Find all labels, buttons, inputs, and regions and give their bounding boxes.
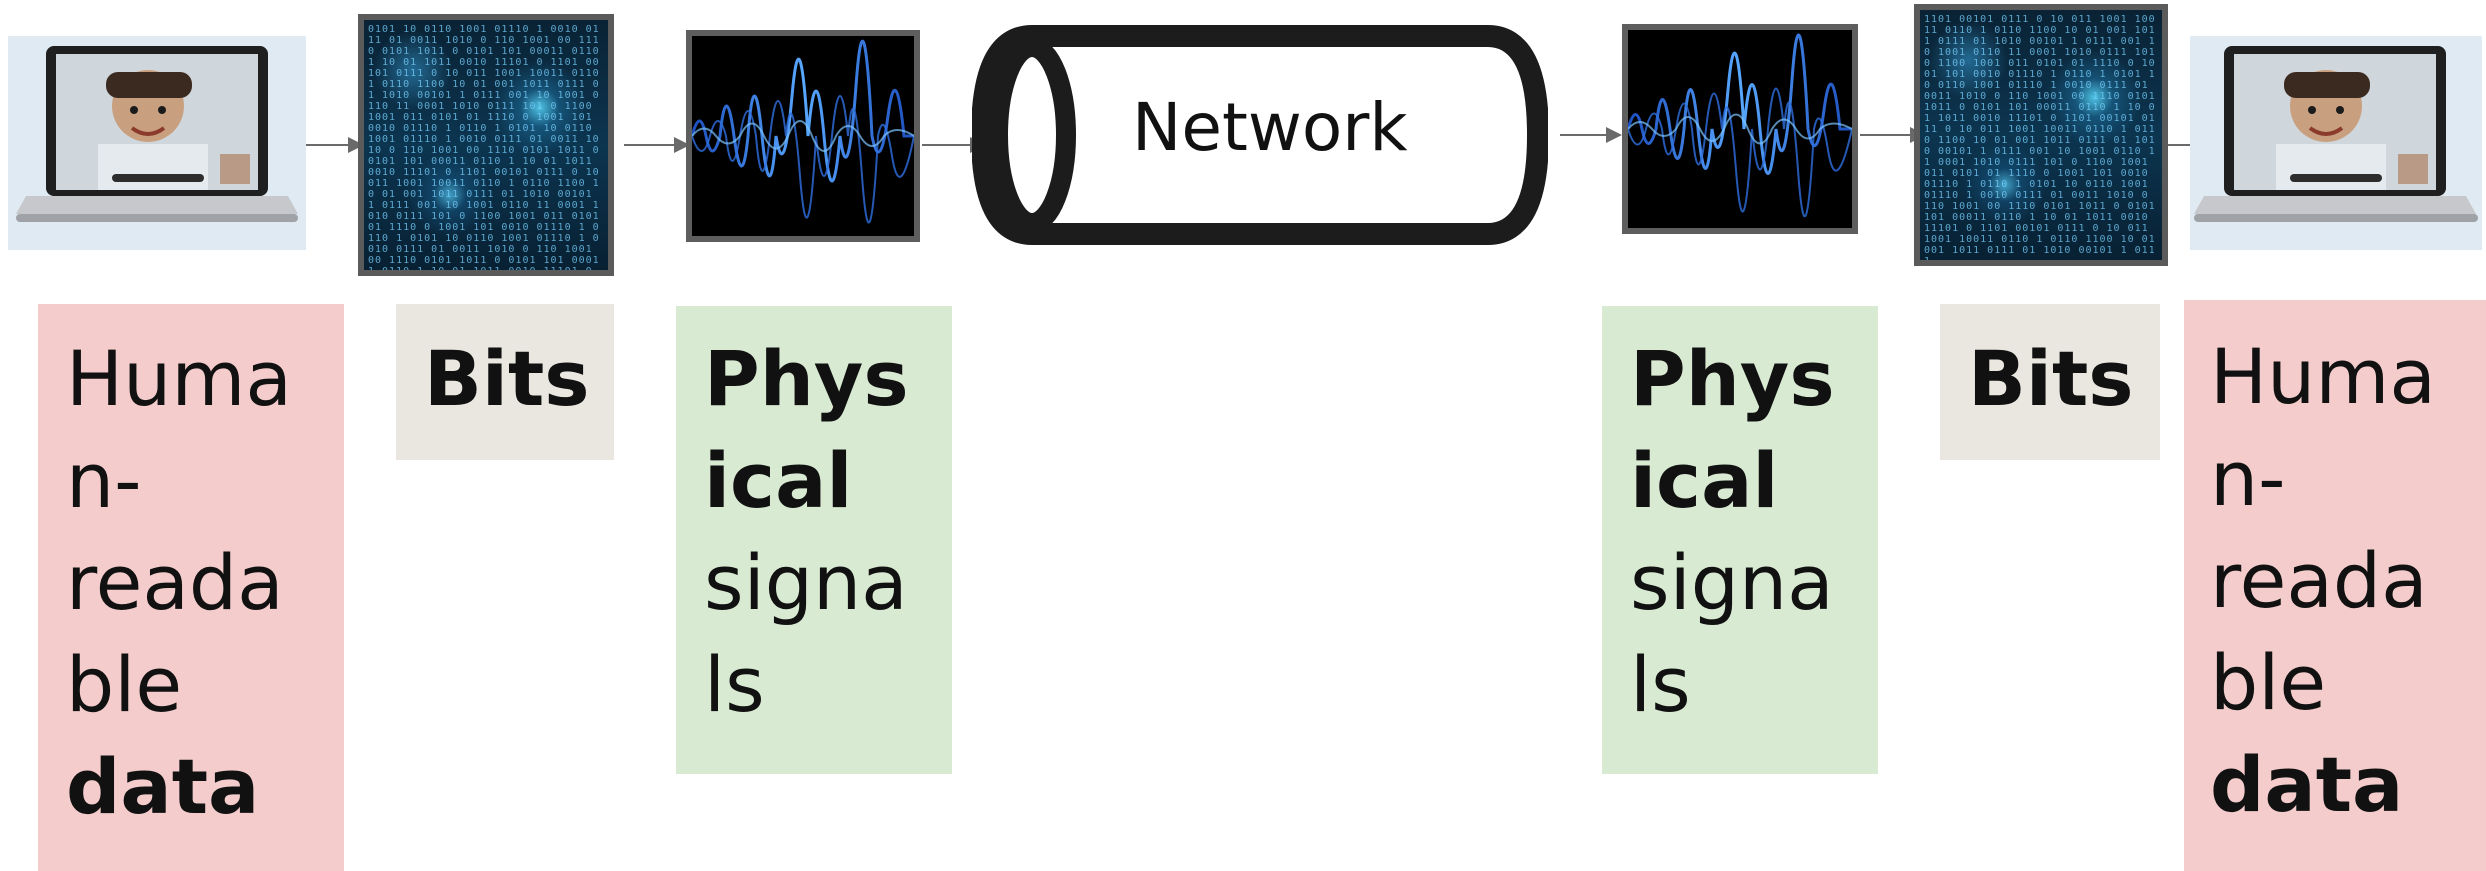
laptop-video-call-icon: [16, 46, 298, 222]
network-label: Network: [1132, 89, 1408, 166]
left-signal-line4: ls: [704, 640, 765, 729]
right-binary-code-image: 1101 00101 0111 0 10 011 1001 10011 0110…: [1914, 4, 2168, 266]
left-human-bold: data: [66, 742, 260, 831]
right-human-line1: Huma: [2210, 332, 2436, 421]
right-signal-waveform-image: [1622, 24, 1858, 234]
left-bits-box: Bits: [396, 304, 614, 460]
flow-arrow-line: [1560, 134, 1608, 136]
left-human-line4: ble: [66, 640, 183, 729]
left-bits-label: Bits: [424, 334, 590, 423]
left-human-line1: Huma: [66, 334, 292, 423]
right-human-bold: data: [2210, 740, 2404, 829]
right-signal-line3: signa: [1630, 538, 1834, 627]
left-binary-code-image: 0101 10 0110 1001 01110 1 0010 0111 01 0…: [358, 14, 614, 276]
signal-waveform-icon: [692, 39, 914, 224]
right-human-line3: reada: [2210, 536, 2428, 625]
flow-arrow-line: [922, 144, 972, 146]
right-bits-label: Bits: [1968, 334, 2134, 423]
network-pipe-icon: [970, 25, 1550, 245]
right-signal-line4: ls: [1630, 640, 1691, 729]
left-signal-bold1: Phys: [704, 334, 909, 423]
right-physical-signals-box: Phys ical signa ls: [1602, 306, 1878, 774]
signal-waveform-icon: [1628, 33, 1852, 218]
right-human-line4: ble: [2210, 638, 2327, 727]
right-signal-bold1: Phys: [1630, 334, 1835, 423]
binary-code-icon: 1101 00101 0111 0 10 011 1001 10011 0110…: [1924, 14, 2156, 266]
laptop-video-call-icon: [2194, 46, 2478, 222]
right-human-line2: n-: [2210, 434, 2286, 523]
left-human-readable-box: Huma n- reada ble data: [38, 304, 344, 871]
flow-arrow-line: [624, 144, 676, 146]
right-laptop-image: [2190, 36, 2482, 250]
left-human-line2: n-: [66, 436, 142, 525]
left-signal-waveform-image: [686, 30, 920, 242]
right-signal-bold2: ical: [1630, 436, 1779, 525]
arrow-icon: [1606, 127, 1622, 143]
left-human-line3: reada: [66, 538, 284, 627]
left-signal-line3: signa: [704, 538, 908, 627]
left-laptop-image: [8, 36, 306, 250]
left-signal-bold2: ical: [704, 436, 853, 525]
left-physical-signals-box: Phys ical signa ls: [676, 306, 952, 774]
right-bits-box: Bits: [1940, 304, 2160, 460]
flow-arrow-line: [306, 144, 350, 146]
flow-arrow-line: [2168, 144, 2198, 146]
right-human-readable-box: Huma n- reada ble data: [2184, 300, 2486, 871]
binary-code-icon: 0101 10 0110 1001 01110 1 0010 0111 01 0…: [368, 24, 600, 276]
network-pipe: [970, 24, 1550, 246]
flow-arrow-line: [1860, 134, 1912, 136]
